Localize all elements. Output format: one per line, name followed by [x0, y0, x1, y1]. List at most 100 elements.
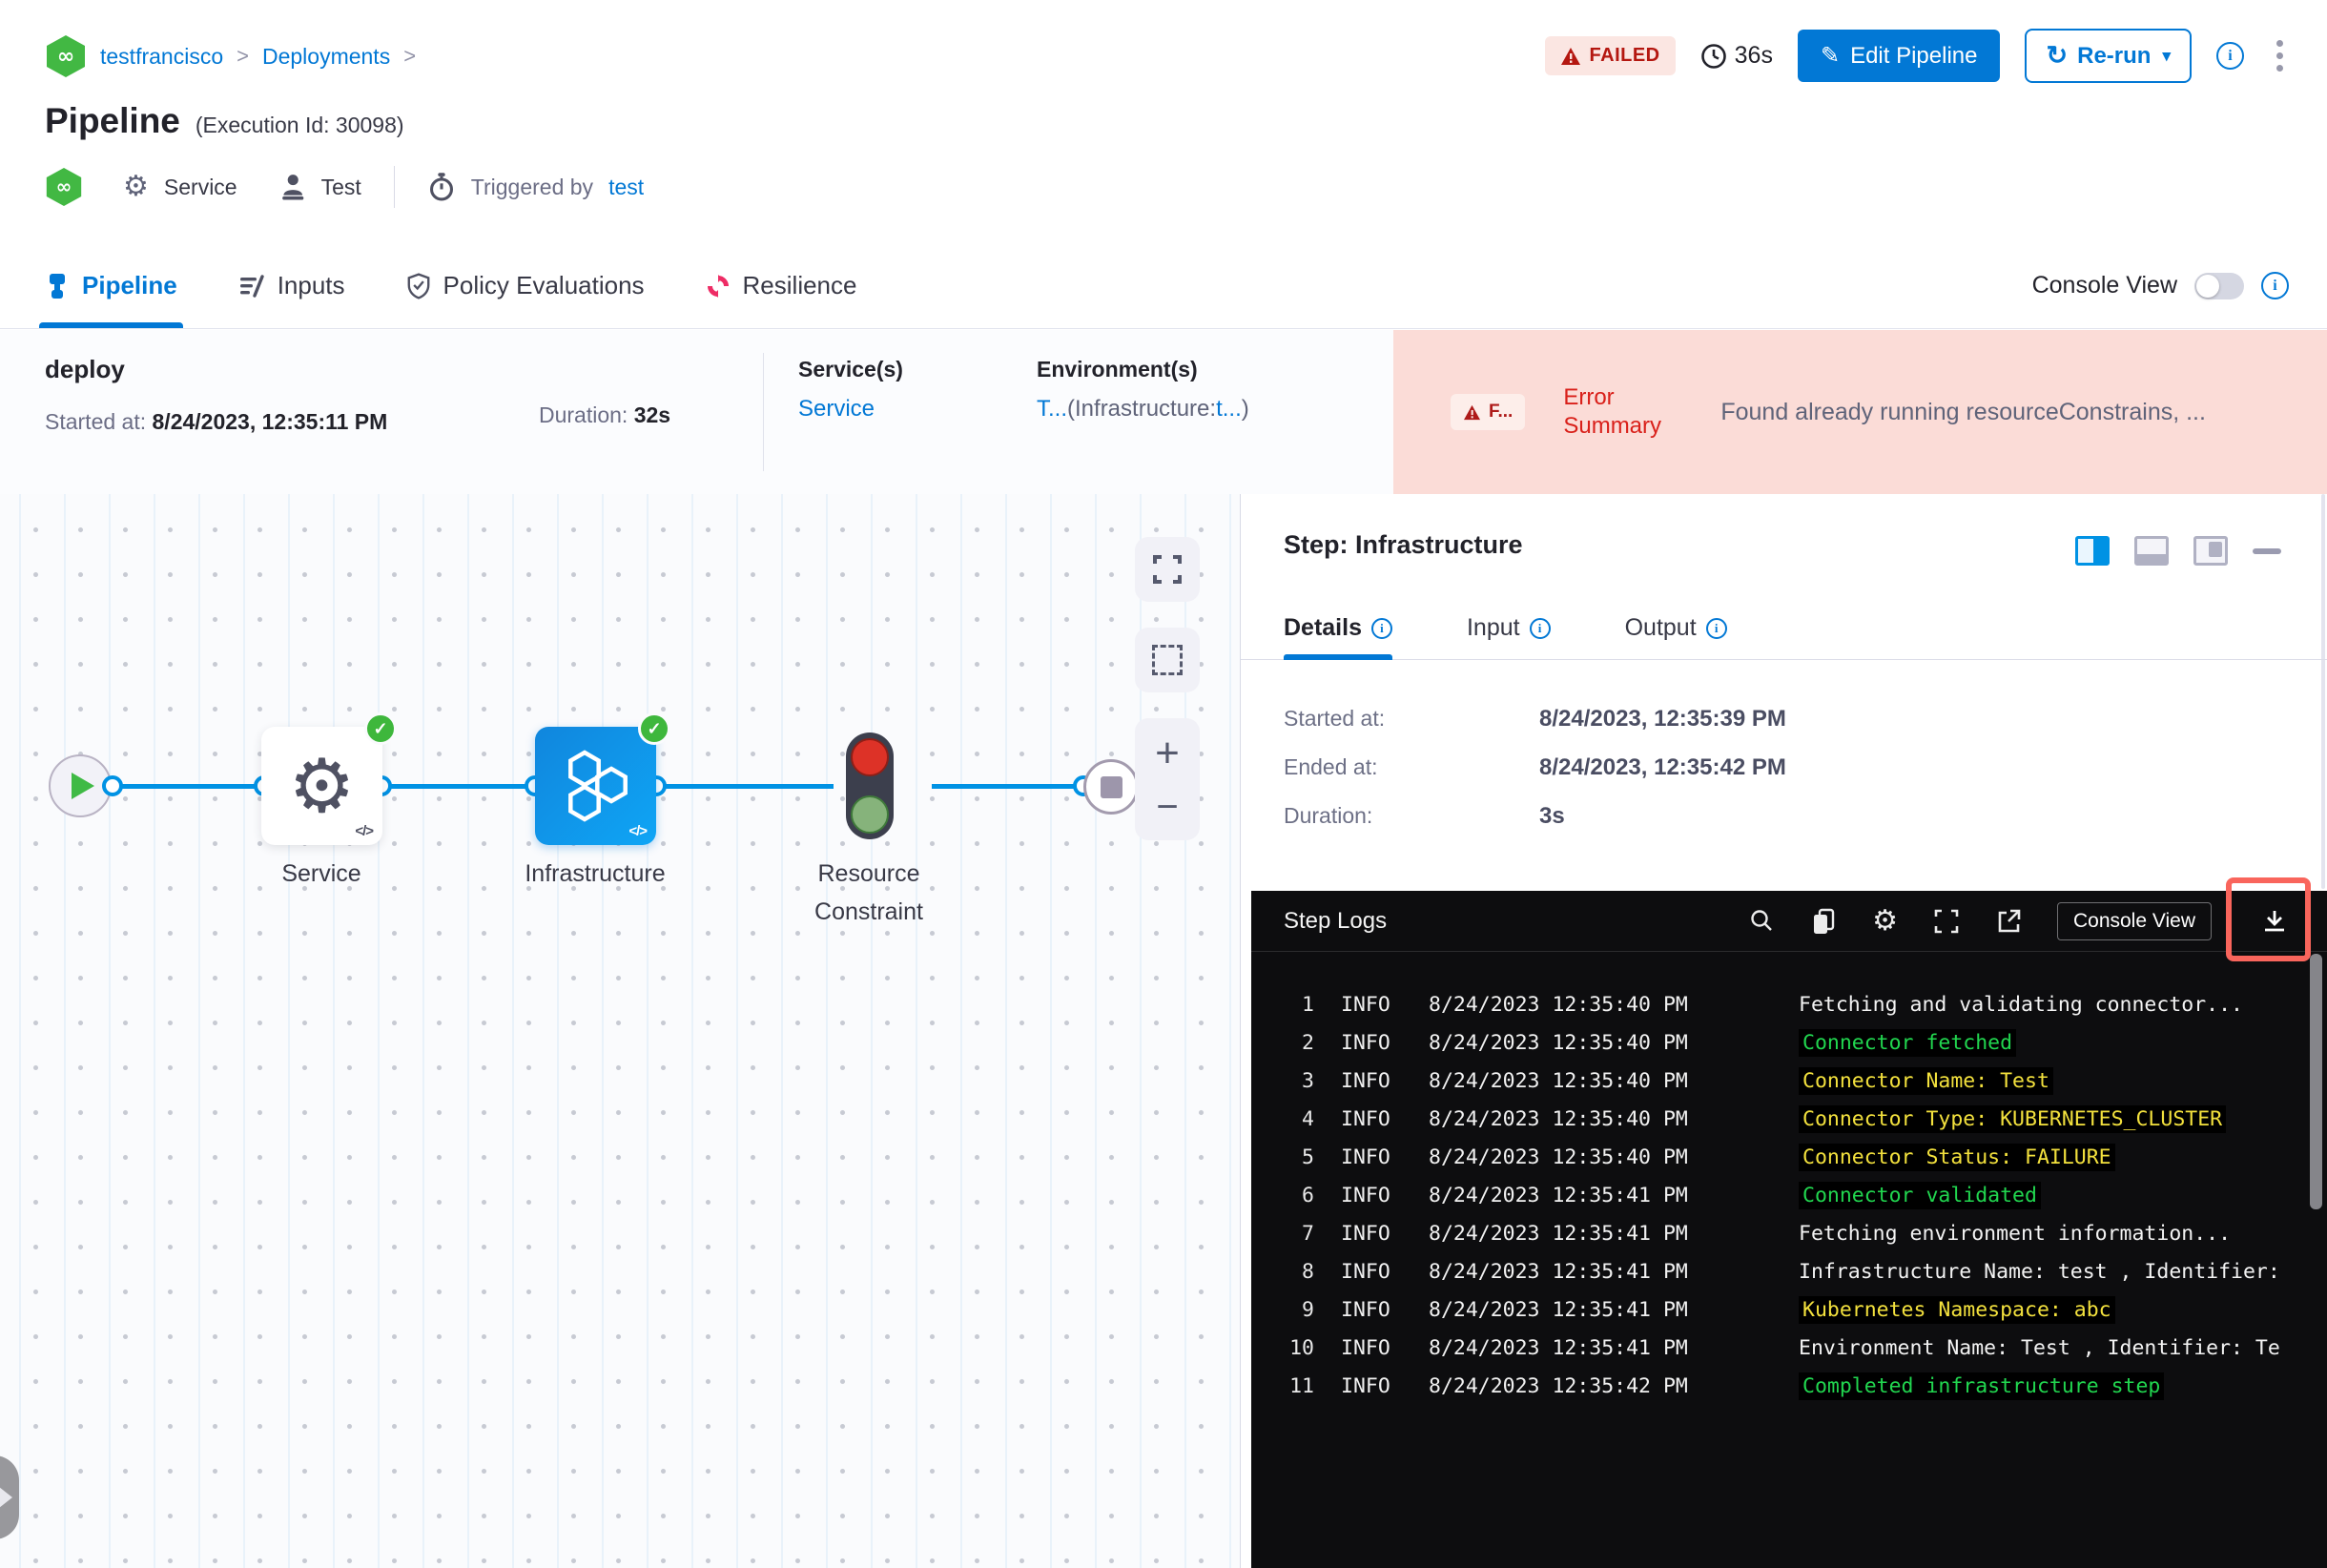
- tab-details[interactable]: Details: [1284, 597, 1392, 660]
- breadcrumb-project-link[interactable]: testfrancisco: [100, 43, 224, 69]
- environment-link[interactable]: T...: [1037, 396, 1068, 422]
- clock-icon: [1700, 43, 1726, 69]
- log-message: Environment Name: Test , Identifier: Te: [1799, 1335, 2280, 1360]
- inputs-icon: [239, 274, 264, 298]
- canvas-fullscreen-button[interactable]: [1135, 537, 1200, 602]
- detail-value: 8/24/2023, 12:35:39 PM: [1539, 706, 1786, 732]
- chevron-down-icon: ▾: [2162, 46, 2171, 65]
- shield-check-icon: [407, 272, 429, 299]
- console-view-info-icon[interactable]: [2261, 272, 2289, 299]
- log-message: Connector Name: Test: [1799, 1066, 2053, 1095]
- service-gear-icon: ⚙: [123, 171, 149, 202]
- input-info-icon[interactable]: [1529, 617, 1551, 639]
- zoom-in-button[interactable]: +: [1155, 730, 1180, 777]
- log-timestamp: 8/24/2023 12:35:41 PM: [1429, 1183, 1688, 1207]
- log-line: 11 INFO 8/24/2023 12:35:42 PM Completed …: [1251, 1367, 2327, 1405]
- error-summary-text: Found already running resourceConstrains…: [1720, 398, 2206, 425]
- log-level: INFO: [1341, 1297, 1390, 1322]
- layout-bottom-panel-button[interactable]: [2134, 536, 2169, 566]
- log-fullscreen-button[interactable]: [1933, 908, 1960, 935]
- download-logs-button[interactable]: [2247, 907, 2302, 936]
- pipeline-start-node[interactable]: [49, 754, 112, 817]
- breadcrumb-deployments-link[interactable]: Deployments: [261, 43, 391, 69]
- environment-value[interactable]: T...(Infrastructure:t...): [1037, 396, 1393, 423]
- stage-name: deploy: [45, 355, 125, 383]
- log-line-number: 1: [1302, 992, 1314, 1017]
- pipeline-end-node[interactable]: [1083, 759, 1139, 815]
- rerun-button[interactable]: ↻ Re-run ▾: [2025, 29, 2192, 83]
- layout-floating-panel-button[interactable]: [2193, 536, 2228, 566]
- layout-right-split-button[interactable]: [2075, 536, 2110, 566]
- external-link-icon: [1998, 909, 2021, 932]
- top-header: ∞ testfrancisco > Deployments > Pipeline…: [0, 0, 2327, 243]
- log-timestamp: 8/24/2023 12:35:42 PM: [1429, 1373, 1688, 1398]
- services-label: Service(s): [798, 357, 903, 382]
- console-scrollbar-thumb[interactable]: [2310, 954, 2322, 1209]
- pencil-icon: ✎: [1820, 43, 1841, 69]
- log-line-number: 7: [1302, 1221, 1314, 1246]
- node-infrastructure[interactable]: ✓ </>: [535, 712, 670, 845]
- log-line-number: 4: [1302, 1106, 1314, 1131]
- zoom-out-button[interactable]: −: [1156, 785, 1179, 828]
- breadcrumb-separator: >: [403, 44, 417, 68]
- log-line: 6 INFO 8/24/2023 12:35:41 PM Connector v…: [1251, 1176, 2327, 1214]
- pipeline-canvas[interactable]: ⚙ ✓ </> ✓ </> Service Infrastructure Res…: [0, 494, 1241, 1568]
- rerun-info-icon[interactable]: [2216, 42, 2244, 70]
- stage-summary-bar: deploy Started at: 8/24/2023, 12:35:11 P…: [0, 330, 2327, 494]
- console-view-toggle[interactable]: [2194, 272, 2244, 299]
- log-open-new-tab-button[interactable]: [1995, 908, 2022, 935]
- node-service[interactable]: ⚙ ✓ </>: [261, 712, 397, 845]
- log-message: Connector Type: KUBERNETES_CLUSTER: [1799, 1104, 2227, 1133]
- breadcrumb: ∞ testfrancisco > Deployments >: [45, 34, 2289, 78]
- log-line-number: 9: [1302, 1297, 1314, 1322]
- log-line: 8 INFO 8/24/2023 12:35:41 PM Infrastruct…: [1251, 1252, 2327, 1290]
- tab-output[interactable]: Output: [1625, 597, 1727, 659]
- log-level: INFO: [1341, 1145, 1390, 1169]
- graph-edge: [656, 784, 834, 789]
- log-timestamp: 8/24/2023 12:35:40 PM: [1429, 1030, 1688, 1055]
- tab-policy-evaluations-label: Policy Evaluations: [443, 271, 645, 299]
- tab-inputs[interactable]: Inputs: [238, 243, 345, 328]
- left-panel-expand-handle[interactable]: [0, 1455, 19, 1539]
- test-user-icon: [281, 175, 303, 200]
- status-badge-label: FAILED: [1589, 45, 1660, 66]
- log-line: 3 INFO 8/24/2023 12:35:40 PM Connector N…: [1251, 1062, 2327, 1100]
- total-duration: 36s: [1700, 42, 1773, 70]
- more-options-menu[interactable]: [2269, 36, 2291, 75]
- panel-scrollbar[interactable]: [2321, 494, 2325, 889]
- log-settings-button[interactable]: ⚙: [1872, 904, 1898, 937]
- environment-infra-link[interactable]: t...: [1216, 396, 1242, 422]
- edit-pipeline-button[interactable]: ✎ Edit Pipeline: [1797, 30, 2001, 82]
- minimize-panel-button[interactable]: [2253, 547, 2281, 554]
- canvas-marquee-select-button[interactable]: [1135, 628, 1200, 692]
- log-search-button[interactable]: [1749, 908, 1775, 934]
- detail-row: Started at: 8/24/2023, 12:35:39 PM: [1284, 706, 1786, 732]
- log-timestamp: 8/24/2023 12:35:41 PM: [1429, 1259, 1688, 1284]
- log-timestamp: 8/24/2023 12:35:40 PM: [1429, 1145, 1688, 1169]
- log-level: INFO: [1341, 1259, 1390, 1284]
- tab-resilience[interactable]: Resilience: [706, 243, 856, 328]
- detail-row: Duration: 3s: [1284, 803, 1786, 830]
- success-check-badge: ✓: [364, 712, 397, 745]
- download-icon: [2265, 910, 2284, 931]
- log-line: 4 INFO 8/24/2023 12:35:40 PM Connector T…: [1251, 1100, 2327, 1138]
- tab-input[interactable]: Input: [1467, 597, 1551, 659]
- triggered-by-link[interactable]: test: [608, 174, 645, 199]
- log-line: 7 INFO 8/24/2023 12:35:41 PM Fetching en…: [1251, 1214, 2327, 1252]
- log-copy-button[interactable]: [1810, 907, 1837, 936]
- details-info-icon[interactable]: [1370, 617, 1392, 639]
- tab-policy-evaluations[interactable]: Policy Evaluations: [406, 243, 645, 328]
- log-list[interactable]: 1 INFO 8/24/2023 12:35:40 PM Fetching an…: [1251, 953, 2327, 1568]
- tab-pipeline[interactable]: Pipeline: [39, 243, 183, 328]
- node-label-infrastructure: Infrastructure: [525, 860, 666, 887]
- output-info-icon[interactable]: [1705, 617, 1727, 639]
- log-line-number: 11: [1289, 1373, 1314, 1398]
- service-link[interactable]: Service: [798, 396, 875, 422]
- code-tag: </>: [355, 823, 374, 839]
- log-line-number: 3: [1302, 1068, 1314, 1093]
- node-resource-constraint[interactable]: [846, 732, 894, 839]
- log-line: 2 INFO 8/24/2023 12:35:40 PM Connector f…: [1251, 1023, 2327, 1062]
- console-view-button[interactable]: Console View: [2056, 901, 2212, 940]
- red-light-icon: [851, 738, 889, 776]
- page-title: Pipeline: [45, 101, 180, 140]
